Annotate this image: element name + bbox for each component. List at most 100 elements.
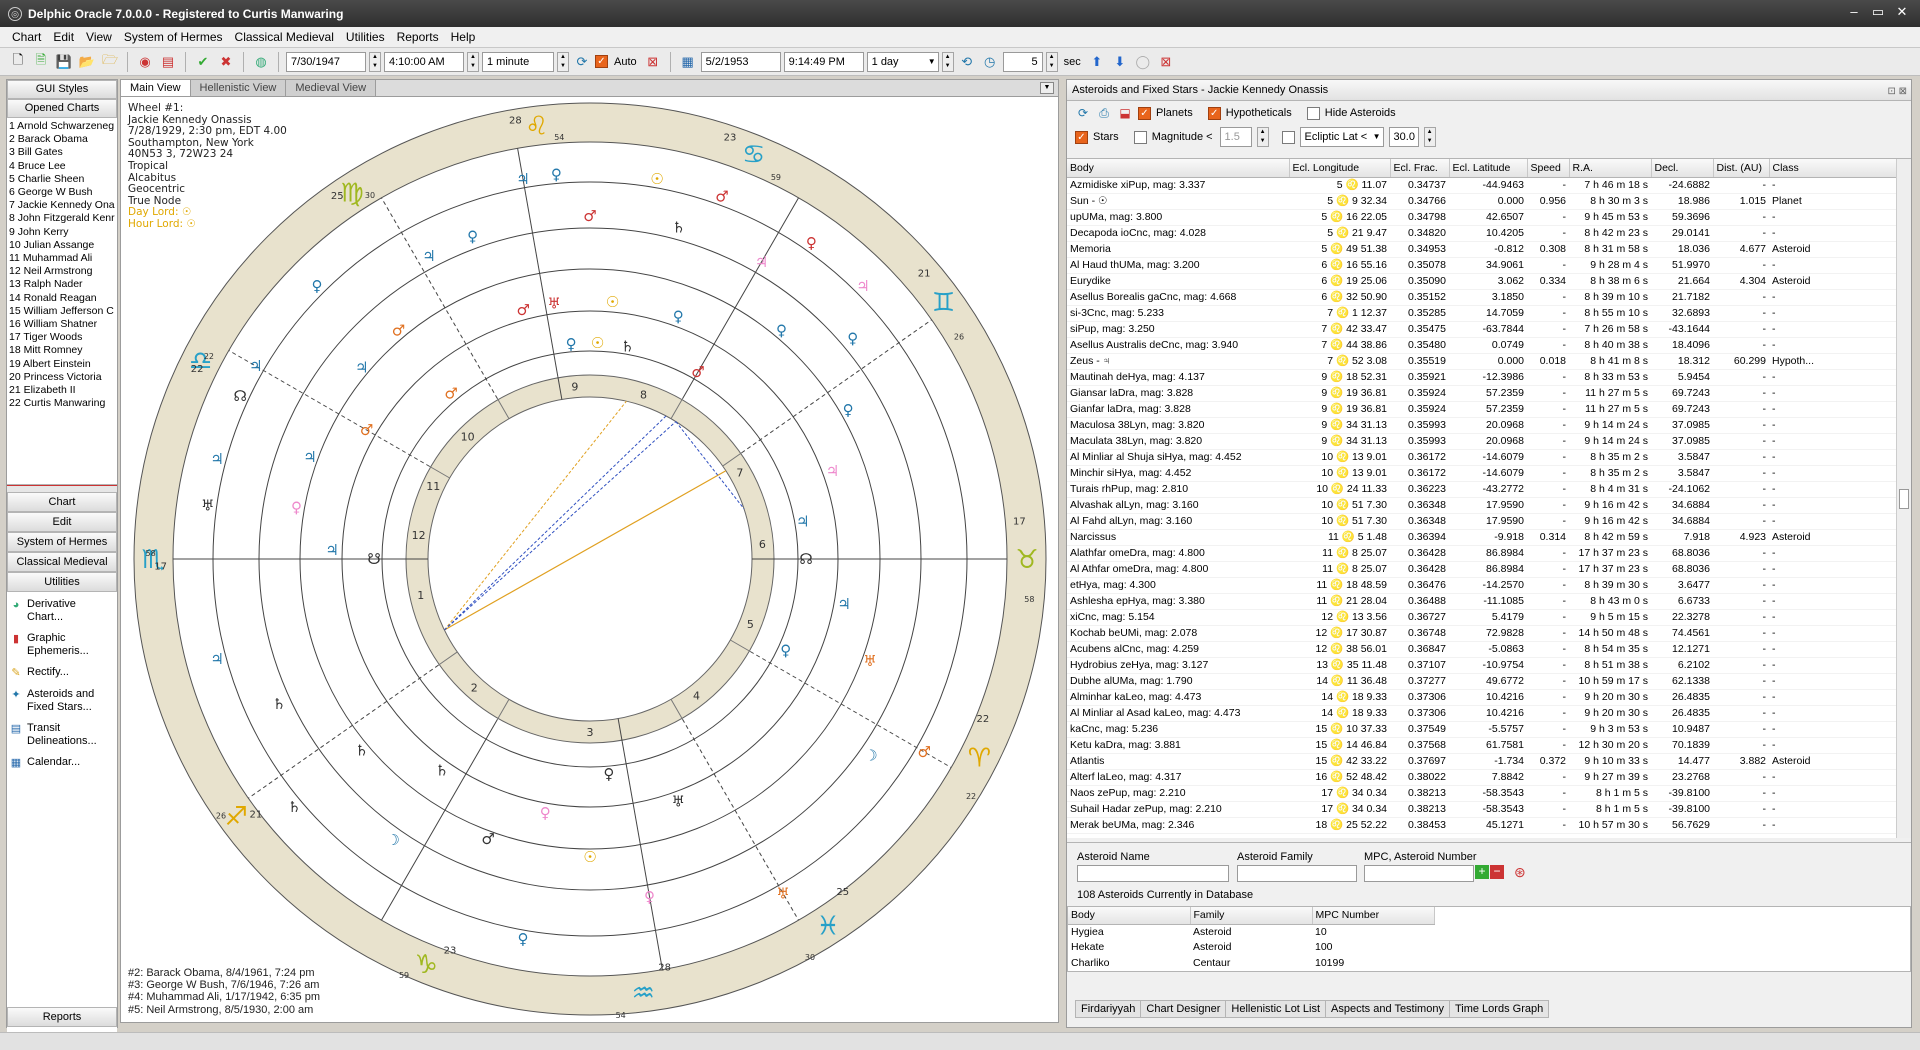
stop-icon[interactable]: ⊠ — [647, 53, 659, 69]
pin-icon[interactable]: ⊡ — [1887, 86, 1896, 97]
section-classical-medieval[interactable]: Classical Medieval — [7, 552, 117, 572]
open-recent-icon[interactable]: 🗁 — [101, 51, 119, 67]
task-item[interactable]: ◕Derivative Chart... — [9, 598, 115, 624]
column-header[interactable]: Speed — [1527, 159, 1570, 178]
stars-checkbox[interactable]: ✓ — [1075, 130, 1088, 144]
column-header[interactable]: Dist. (AU) — [1713, 159, 1770, 178]
sidebar-splitter[interactable] — [7, 485, 117, 492]
latitude-spinner[interactable]: ▲▼ — [1423, 127, 1436, 147]
section-edit[interactable]: Edit — [7, 512, 117, 532]
tab-medieval-view[interactable]: Medieval View — [286, 80, 377, 96]
magnitude-checkbox[interactable] — [1133, 130, 1147, 144]
bottom-tab[interactable]: Chart Designer — [1140, 1000, 1227, 1018]
arrow-down-icon[interactable]: ⬇ — [1114, 53, 1126, 69]
column-header[interactable]: Ecl. Latitude — [1449, 159, 1528, 178]
chart-list-item[interactable]: 2 Barack Obama — [9, 133, 88, 146]
step-spinner[interactable]: ▲▼ — [557, 51, 569, 72]
scroll-thumb[interactable] — [1899, 489, 1909, 509]
refresh-icon[interactable]: ⟳ — [576, 53, 588, 69]
start-time-field[interactable]: 4:10:00 AM — [384, 51, 464, 72]
column-header[interactable]: Body — [1067, 159, 1290, 178]
save-icon[interactable]: 💾 — [55, 53, 73, 69]
column-header[interactable]: Family — [1190, 907, 1313, 925]
section-system-of-hermes[interactable]: System of Hermes — [7, 532, 117, 552]
mpc-input[interactable] — [1364, 865, 1474, 882]
refresh-icon[interactable]: ⟳ — [1077, 106, 1089, 120]
chart-list-item[interactable]: 21 Elizabeth II — [9, 384, 76, 397]
auto-checkbox[interactable]: ✓ — [595, 55, 608, 68]
chart-list-item[interactable]: 7 Jackie Kennedy Ona — [9, 199, 115, 212]
chart-list-item[interactable]: 4 Bruce Lee — [9, 159, 66, 172]
pdf-icon[interactable]: ⬓ — [1119, 106, 1131, 120]
close-panel-icon[interactable]: ⊠ — [1898, 86, 1907, 97]
chart-list-item[interactable]: 16 William Shatner — [9, 318, 98, 331]
column-header[interactable]: Body — [1068, 907, 1191, 925]
task-item[interactable]: ✎Rectify... — [9, 666, 115, 680]
chart-list-item[interactable]: 22 Curtis Manwaring — [9, 397, 106, 410]
chart-list-item[interactable]: 19 Albert Einstein — [9, 357, 91, 370]
task-item[interactable]: ▮Graphic Ephemeris... — [9, 632, 115, 658]
start-date-field[interactable]: 7/30/1947 — [286, 51, 366, 72]
column-header[interactable]: Ecl. Longitude — [1289, 159, 1391, 178]
gui-styles-header[interactable]: GUI Styles — [7, 80, 117, 99]
column-header[interactable]: Class — [1769, 159, 1898, 178]
column-header[interactable]: MPC Number — [1312, 907, 1435, 925]
section-utilities[interactable]: Utilities — [7, 572, 117, 592]
hypotheticals-checkbox[interactable]: ✓ — [1207, 106, 1221, 120]
tab-main-view[interactable]: Main View — [121, 80, 191, 96]
chart-wheel[interactable]: 123456789101112♌2854♋2359♊2126♉1758♈2222… — [121, 97, 1058, 1022]
menu-reports[interactable]: Reports — [396, 30, 439, 44]
chart-list-item[interactable]: 10 Julian Assange — [9, 238, 95, 251]
bottom-tab[interactable]: Aspects and Testimony — [1325, 1000, 1450, 1018]
chart-list-item[interactable]: 14 Ronald Reagan — [9, 291, 97, 304]
menu-system-of-hermes[interactable]: System of Hermes — [123, 30, 223, 44]
bottom-tab[interactable]: Time Lords Graph — [1448, 1000, 1550, 1018]
bottom-tab[interactable]: Hellenistic Lot List — [1225, 1000, 1327, 1018]
table-scrollbar[interactable] — [1896, 159, 1911, 838]
ecliptic-dropdown[interactable]: Ecliptic Lat <▼ — [1299, 127, 1384, 147]
menu-edit[interactable]: Edit — [53, 30, 75, 44]
ecliptic-checkbox[interactable] — [1281, 130, 1295, 144]
asteroid-family-input[interactable] — [1237, 865, 1357, 882]
section-reports[interactable]: Reports — [7, 1007, 117, 1027]
chart-list-item[interactable]: 12 Neil Armstrong — [9, 265, 93, 278]
arrow-up-icon[interactable]: ⬆ — [1091, 53, 1103, 69]
new-file-icon[interactable]: 🗋 — [12, 51, 24, 67]
tabs-dropdown-icon[interactable]: ▼ — [1040, 82, 1054, 94]
record-icon[interactable]: ◯ — [1135, 53, 1151, 69]
